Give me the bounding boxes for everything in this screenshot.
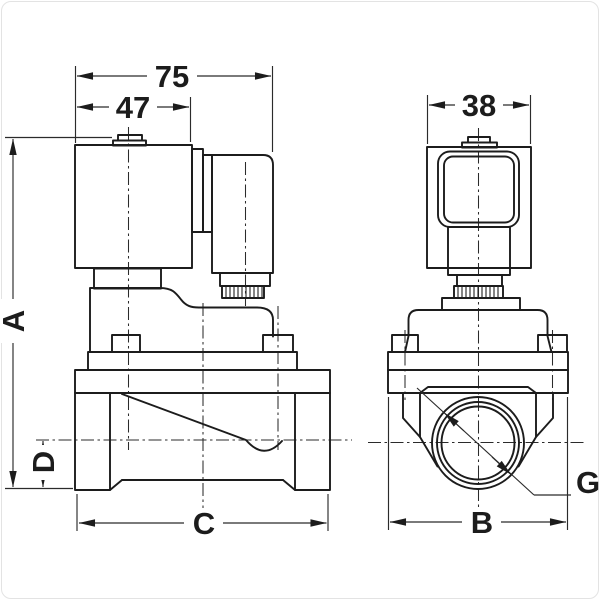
bonnet-plate — [87, 351, 298, 371]
dim-body-length-label: C — [193, 506, 215, 541]
dim-port-thread-label: G — [576, 465, 600, 500]
centerlines — [36, 127, 584, 508]
dim-coil-width-label: 47 — [116, 90, 150, 125]
port-inner-circle — [440, 405, 516, 481]
bonnet-bolt-left — [111, 334, 141, 353]
dim-side-width-label: B — [471, 505, 493, 540]
dim-total-width-label: 75 — [155, 59, 189, 94]
bonnet-collar — [441, 297, 521, 311]
port-boss — [419, 386, 537, 468]
yoke-bracket — [89, 287, 274, 353]
coil-top-flange — [112, 139, 147, 147]
dimension-annotations: 75 47 38 A D C B G — [0, 59, 600, 541]
port-outer-circle — [431, 396, 525, 490]
body-flange — [74, 369, 331, 394]
internal-passage-line — [121, 393, 283, 452]
body-flange-side — [387, 369, 569, 394]
dim-coil-depth-label: 38 — [462, 88, 496, 123]
port-diameter-callout — [416, 387, 571, 496]
port-thread-circle — [436, 401, 520, 485]
armature-neck — [93, 267, 162, 290]
pipe-end-left — [74, 392, 111, 491]
side-view — [387, 136, 569, 490]
body-side-right — [535, 392, 554, 438]
front-view — [74, 134, 331, 491]
din-connector-front — [191, 148, 274, 299]
dim-overall-height-label: A — [0, 310, 31, 332]
coil-top-flange-side — [461, 141, 498, 149]
coil-front — [74, 144, 193, 269]
cable-gland-nut-side — [453, 285, 504, 299]
dim-outlet-offset-label: D — [26, 451, 61, 473]
cable-gland-nut — [221, 285, 265, 299]
body-side-left — [402, 392, 421, 438]
pipe-end-right — [294, 392, 331, 491]
bonnet-dome — [404, 309, 553, 353]
